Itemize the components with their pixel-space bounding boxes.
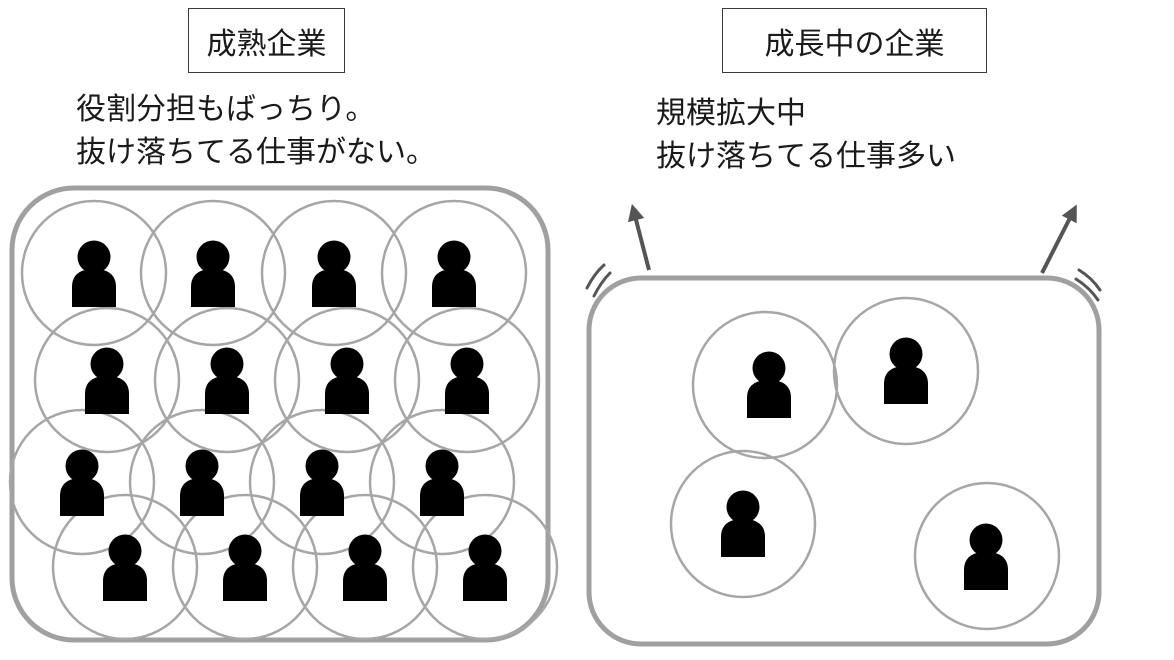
role-circle — [411, 493, 559, 641]
role-circle — [51, 493, 199, 641]
role-circle — [273, 306, 421, 454]
role-circle — [913, 481, 1061, 631]
role-circle — [691, 310, 839, 460]
mature-company-description: 役割分担もばっちり。 抜け落ちてる仕事がない。 — [76, 88, 436, 174]
role-circle — [832, 296, 980, 446]
role-circle — [20, 199, 168, 347]
person-icon — [721, 490, 765, 557]
person-icon — [180, 449, 224, 516]
role-circle — [128, 408, 276, 556]
expansion-arrow-right — [1040, 204, 1077, 274]
role-circle — [669, 449, 817, 599]
role-circle — [393, 306, 541, 454]
mature-description-line-1: 役割分担もばっちり。 — [76, 92, 376, 127]
vibration-mark-left — [585, 263, 612, 298]
growing-people — [721, 337, 1008, 590]
role-circle — [153, 306, 301, 454]
person-icon — [884, 337, 928, 404]
growing-company-description: 規模拡大中 抜け落ちてる仕事多い — [656, 92, 956, 178]
expansion-arrow-left — [627, 203, 651, 271]
growing-company-title: 成長中の企業 — [722, 8, 987, 73]
role-circle — [139, 199, 287, 347]
role-circle — [248, 408, 396, 556]
mature-company-title-text: 成熟企業 — [206, 26, 327, 62]
role-circle — [171, 493, 319, 641]
person-icon — [205, 347, 249, 414]
person-icon — [445, 347, 489, 414]
person-icon — [103, 534, 147, 601]
person-icon — [420, 449, 464, 516]
role-circle — [291, 493, 439, 641]
person-icon — [463, 534, 507, 601]
growing-company-title-text: 成長中の企業 — [764, 26, 945, 62]
mature-company-title: 成熟企業 — [188, 8, 345, 73]
person-icon — [191, 240, 235, 307]
person-icon — [747, 351, 791, 418]
mature-description-line-2: 抜け落ちてる仕事がない。 — [76, 135, 436, 170]
person-icon — [325, 347, 369, 414]
role-circle — [33, 306, 181, 454]
person-icon — [964, 523, 1008, 590]
person-icon — [72, 240, 116, 307]
growing-role-circles — [669, 296, 1061, 631]
role-circle — [8, 408, 156, 556]
person-icon — [300, 449, 344, 516]
person-icon — [60, 449, 104, 516]
growing-company-container — [586, 275, 1102, 647]
vibration-mark-right — [1074, 268, 1102, 302]
role-circle — [368, 408, 516, 556]
growing-description-line-2: 抜け落ちてる仕事多い — [656, 139, 956, 174]
role-circle — [380, 199, 528, 347]
person-icon — [312, 240, 356, 307]
person-icon — [85, 347, 129, 414]
mature-role-circles — [8, 199, 559, 641]
mature-company-container — [9, 185, 551, 643]
person-icon — [223, 534, 267, 601]
person-icon — [343, 534, 387, 601]
person-icon — [432, 240, 476, 307]
role-circle — [260, 199, 408, 347]
growing-description-line-1: 規模拡大中 — [656, 96, 806, 131]
